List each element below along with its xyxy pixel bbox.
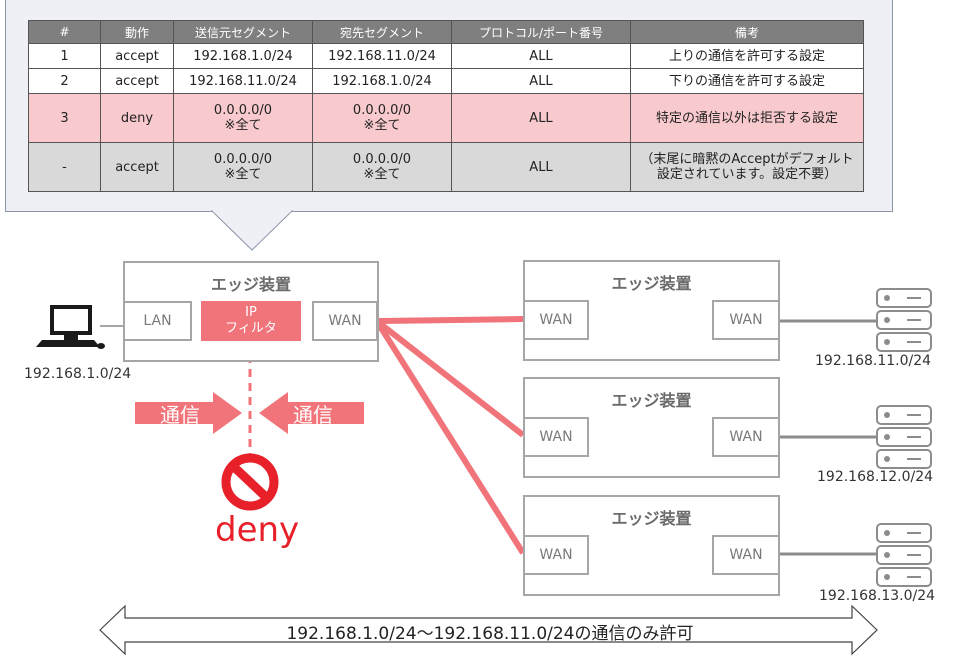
cell-note: （末尾に暗黙のAcceptがデフォルト設定されています。設定不要） [630,142,864,192]
cell-dst-value: 0.0.0.0/0 [352,103,412,118]
cell-num: 3 [28,93,101,143]
col-header-src: 送信元セグメント [173,20,313,44]
link-to-remote-2 [376,319,525,438]
wan-port: WAN [712,300,780,340]
remote-subnet-label-3: 192.168.13.0/24 [819,588,936,604]
traffic-arrow-left [135,392,242,434]
device-title: エッジ装置 [210,275,291,294]
link-to-remote-3 [375,321,526,555]
ip-filter: IP フィルタ [201,301,301,341]
remote-edge-device-2: エッジ装置 [523,377,780,478]
cell-src-value: 0.0.0.0/0 [213,103,273,118]
cell-src: 192.168.1.0/24 [173,43,313,69]
callout-pointer [210,210,294,251]
cell-proto: ALL [451,68,631,94]
cell-dst-sub: ※全て [363,118,401,133]
cell-note: 下りの通信を許可する設定 [630,68,864,94]
ip-filter-label-1: IP [245,305,257,320]
table-row: 3 deny 0.0.0.0/0※全て 0.0.0.0/0※全て ALL 特定の… [28,93,864,143]
cell-proto: ALL [451,142,631,192]
local-subnet-label: 192.168.1.0/24 [24,366,132,382]
server-icon [876,288,932,352]
wan-port: WAN [712,417,780,457]
ip-filter-label-2: フィルタ [225,321,277,336]
double-arrow-icon [99,604,878,656]
table-row: 1 accept 192.168.1.0/24 192.168.11.0/24 … [28,43,864,69]
cell-num: 1 [28,43,101,69]
pc-icon [36,305,105,349]
wan-port: WAN [312,301,378,341]
cell-note: 上りの通信を許可する設定 [630,43,864,69]
cell-num: - [28,142,101,192]
wan-port: WAN [523,535,589,575]
deny-label: deny [215,510,300,550]
cell-dst-value: 0.0.0.0/0 [352,152,412,167]
cell-dst: 192.168.11.0/24 [312,43,452,69]
server-icon [876,405,932,469]
col-header-note: 備考 [630,20,864,44]
cell-note: 特定の通信以外は拒否する設定 [630,93,864,143]
col-header-action: 動作 [100,20,174,44]
table-row: 2 accept 192.168.11.0/24 192.168.1.0/24 … [28,68,864,94]
traffic-label-left: 通信 [160,403,200,427]
wan-port: WAN [712,535,780,575]
cell-src-sub: ※全て [224,167,262,182]
link-to-remote-1 [377,316,524,324]
traffic-label-right: 通信 [293,403,333,427]
filter-rules-table: # 動作 送信元セグメント 宛先セグメント プロトコル/ポート番号 備考 1 a… [28,20,864,192]
cell-src: 192.168.11.0/24 [173,68,313,94]
cell-action: accept [100,142,174,192]
cell-src-value: 0.0.0.0/0 [213,152,273,167]
wan-port: WAN [523,300,589,340]
device-title: エッジ装置 [611,274,692,293]
cell-dst: 0.0.0.0/0※全て [312,93,452,143]
cell-action: accept [100,43,174,69]
col-header-num: # [28,20,101,44]
prohibited-icon [221,453,279,511]
cell-proto: ALL [451,43,631,69]
device-title: エッジ装置 [611,509,692,528]
device-title: エッジ装置 [611,391,692,410]
cell-action: deny [100,93,174,143]
cell-action: accept [100,68,174,94]
wan-port: WAN [523,417,589,457]
allowed-traffic-caption: 192.168.1.0/24～192.168.11.0/24の通信のみ許可 [286,624,694,644]
cell-src: 0.0.0.0/0※全て [173,142,313,192]
remote-subnet-label-1: 192.168.11.0/24 [815,353,932,369]
cell-proto: ALL [451,93,631,143]
lan-port: LAN [123,301,192,341]
table-row: - accept 0.0.0.0/0※全て 0.0.0.0/0※全て ALL （… [28,142,864,192]
cell-dst: 0.0.0.0/0※全て [312,142,452,192]
server-icon [876,523,932,587]
col-header-dst: 宛先セグメント [312,20,452,44]
traffic-arrow-right [259,392,364,434]
cell-dst-sub: ※全て [363,167,401,182]
cell-src-sub: ※全て [224,118,262,133]
remote-subnet-label-2: 192.168.12.0/24 [817,469,934,485]
